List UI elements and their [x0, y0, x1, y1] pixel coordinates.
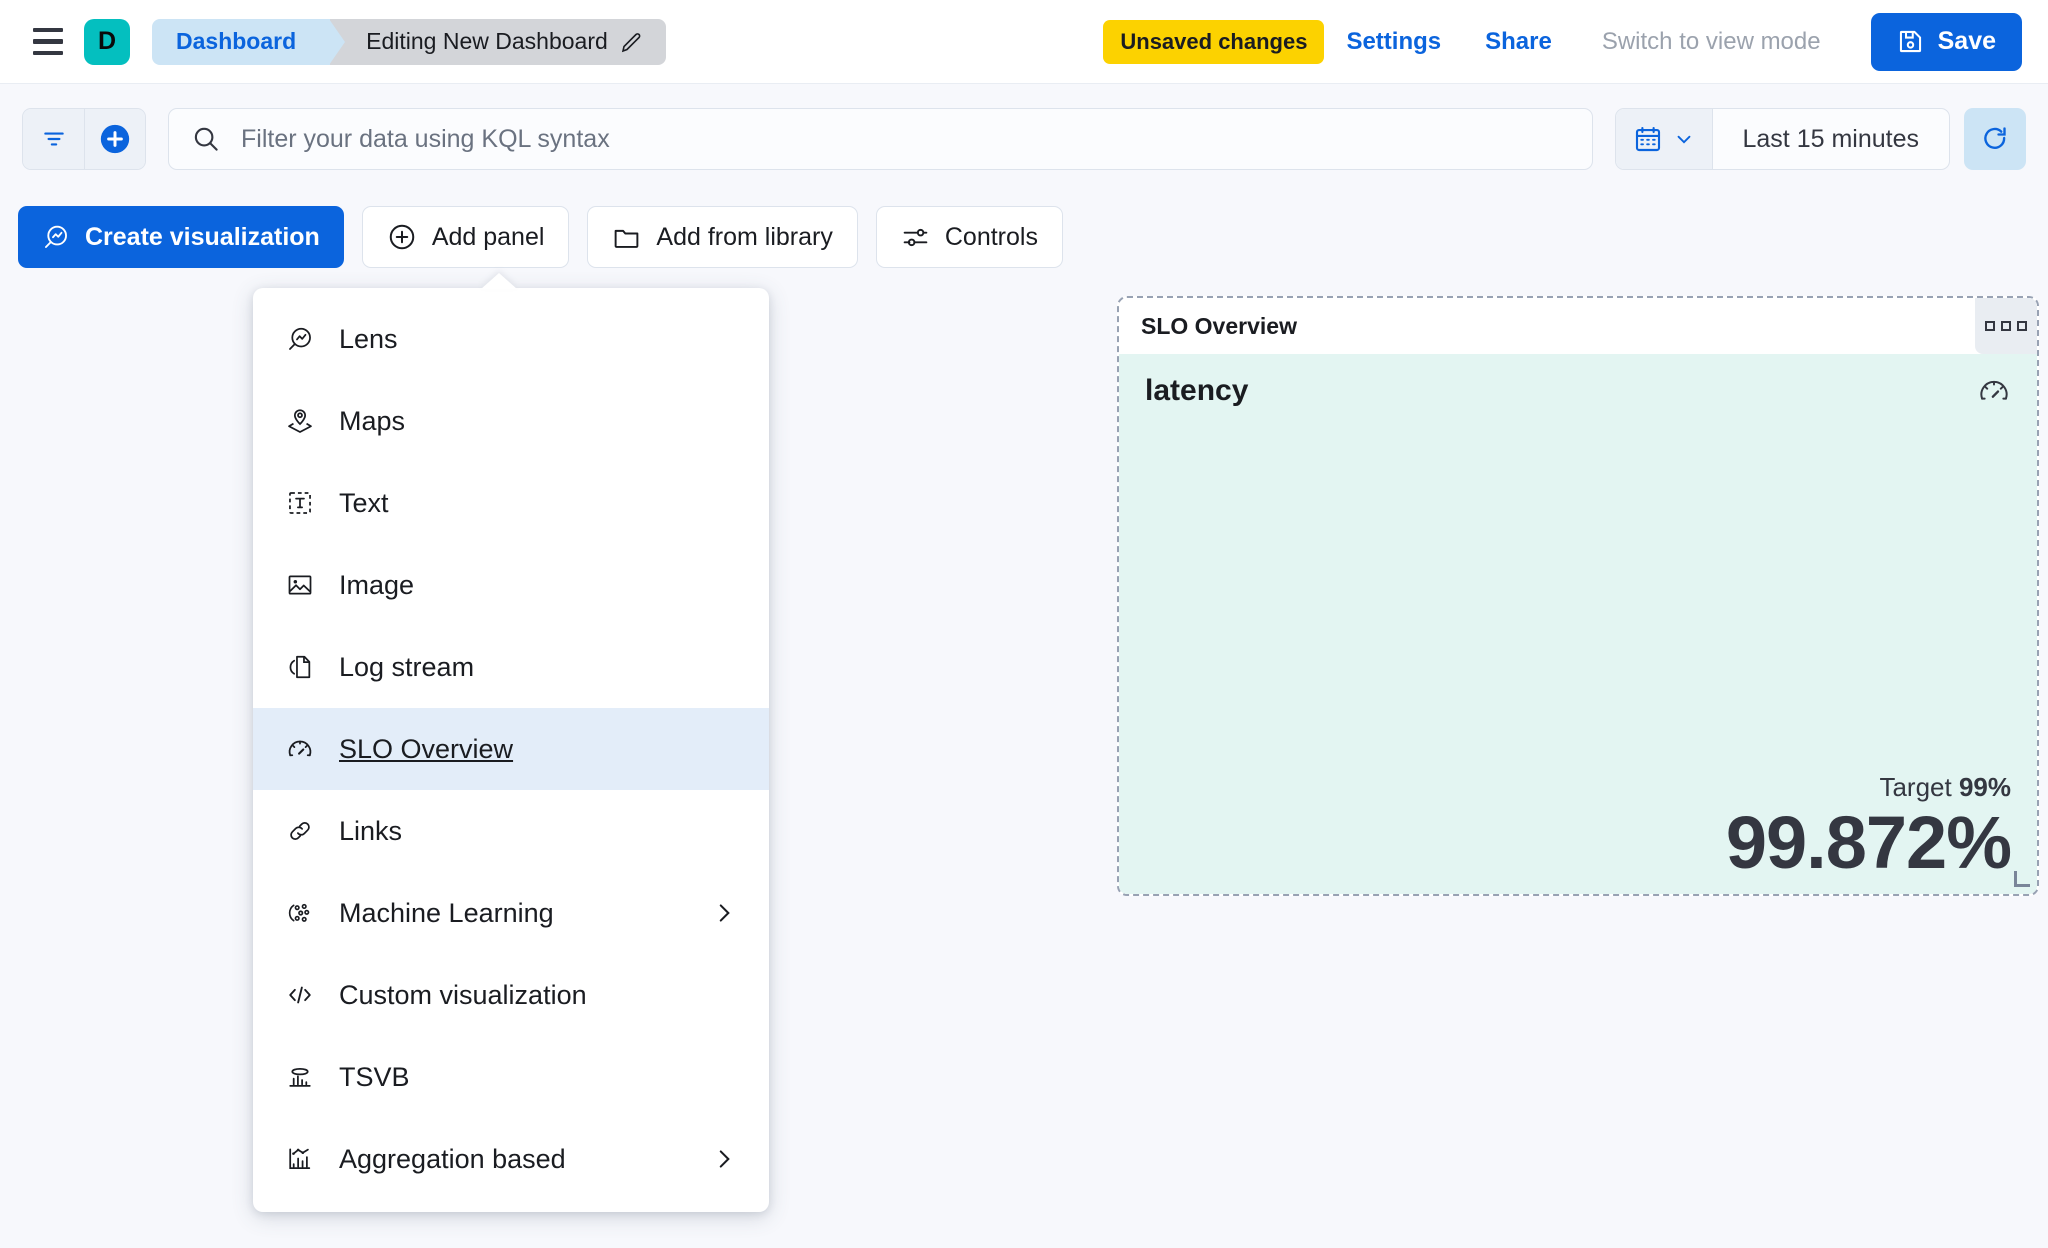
settings-link[interactable]: Settings: [1346, 27, 1442, 55]
share-link[interactable]: Share: [1485, 27, 1552, 55]
image-icon: [285, 570, 315, 600]
plus-circle-icon: [387, 222, 417, 252]
log-stream-icon: [285, 652, 315, 682]
maps-pin-layers-icon: [285, 406, 315, 436]
link-icon: [285, 816, 315, 846]
menu-item-label: Machine Learning: [339, 897, 554, 928]
pencil-icon[interactable]: [620, 30, 644, 54]
menu-item-custom-visualization[interactable]: Custom visualization: [253, 954, 769, 1036]
menu-item-label: Custom visualization: [339, 979, 587, 1010]
menu-item-image[interactable]: Image: [253, 544, 769, 626]
controls-sliders-icon: [901, 223, 930, 252]
slo-target-label: Target: [1879, 771, 1952, 802]
folder-icon: [612, 223, 641, 252]
menu-item-text[interactable]: Text: [253, 462, 769, 544]
menu-item-maps[interactable]: Maps: [253, 380, 769, 462]
slo-name: latency: [1145, 374, 1249, 407]
slo-summary: Target 99% 99.872%: [1725, 772, 2012, 884]
menu-item-label: TSVB: [339, 1061, 410, 1092]
panel-header[interactable]: SLO Overview: [1119, 298, 2037, 354]
aggregation-chart-icon: [285, 1144, 315, 1174]
lens-icon: [42, 223, 70, 251]
menu-item-label: Lens: [339, 323, 398, 354]
menu-item-label: Maps: [339, 405, 406, 436]
hamburger-bar: [33, 27, 63, 33]
panel-context-menu-icon[interactable]: [1975, 298, 2037, 354]
chevron-down-icon: [1673, 128, 1695, 150]
hamburger-menu-icon[interactable]: [26, 20, 70, 64]
menu-item-label: Aggregation based: [339, 1143, 566, 1174]
slo-target: Target 99%: [1726, 772, 2011, 803]
menu-dot: [1985, 321, 1995, 331]
menu-item-log-stream[interactable]: Log stream: [253, 626, 769, 708]
add-panel-label: Add panel: [431, 222, 545, 251]
filter-button-group: [22, 108, 146, 170]
save-button[interactable]: Save: [1870, 12, 2022, 71]
date-range-value[interactable]: Last 15 minutes: [1742, 124, 1920, 153]
lens-icon: [285, 324, 315, 354]
hamburger-bar: [33, 50, 63, 56]
menu-item-label: Links: [339, 815, 403, 846]
menu-item-lens[interactable]: Lens: [253, 298, 769, 380]
breadcrumb-item-dashboard[interactable]: Dashboard: [152, 18, 346, 65]
menu-item-tsvb[interactable]: TSVB: [253, 1036, 769, 1118]
calendar-icon: [1633, 124, 1663, 154]
panel-body: latency Target 99% 99.872%: [1119, 354, 2037, 894]
add-panel-menu: Lens Maps Text Image: [253, 273, 769, 1212]
chevron-right-icon: [711, 1146, 737, 1172]
breadcrumb-label: Dashboard: [176, 28, 297, 54]
menu-item-label: Text: [339, 487, 389, 518]
save-disk-icon: [1897, 28, 1924, 55]
menu-dot: [2017, 321, 2027, 331]
switch-to-view-mode-link[interactable]: Switch to view mode: [1601, 27, 1821, 55]
gauge-icon: [1977, 374, 2011, 413]
refresh-button[interactable]: [1964, 108, 2026, 170]
menu-item-slo-overview[interactable]: SLO Overview: [253, 708, 769, 790]
tsvb-bar-chart-icon: [285, 1062, 315, 1092]
resize-handle-icon[interactable]: [2014, 871, 2030, 887]
menu-item-label: Log stream: [339, 651, 475, 682]
menu-item-links[interactable]: Links: [253, 790, 769, 872]
controls-button[interactable]: Controls: [875, 206, 1063, 268]
breadcrumb-label: Editing New Dashboard: [366, 28, 608, 54]
slo-target-value: 99%: [1958, 771, 2011, 802]
add-filter-button[interactable]: [84, 109, 145, 169]
save-button-label: Save: [1937, 27, 1996, 55]
status-badge-unsaved[interactable]: Unsaved changes: [1103, 19, 1325, 64]
slo-sli-value: 99.872%: [1725, 800, 2012, 884]
add-from-library-label: Add from library: [656, 222, 833, 251]
menu-item-machine-learning[interactable]: Machine Learning: [253, 872, 769, 954]
calendar-quick-select-button[interactable]: [1615, 109, 1713, 169]
chevron-right-icon: [711, 900, 737, 926]
menu-item-label: Image: [339, 569, 415, 600]
gauge-icon: [285, 734, 315, 764]
date-picker: Last 15 minutes: [1614, 108, 1950, 170]
popover-arrow: [481, 273, 517, 289]
menu-item-label: SLO Overview: [339, 733, 514, 764]
add-from-library-button[interactable]: Add from library: [587, 206, 858, 268]
add-panel-button[interactable]: Add panel: [361, 206, 570, 268]
filter-list-icon[interactable]: [23, 109, 84, 169]
create-visualization-button[interactable]: Create visualization: [18, 206, 344, 268]
controls-label: Controls: [944, 222, 1038, 251]
breadcrumb: Dashboard Editing New Dashboard: [152, 18, 666, 65]
panel-title: SLO Overview: [1141, 312, 1297, 339]
hamburger-bar: [33, 39, 63, 44]
menu-dot: [2001, 321, 2011, 331]
header-actions: Unsaved changes Settings Share Switch to…: [1103, 12, 2022, 71]
breadcrumb-item-editing[interactable]: Editing New Dashboard: [330, 18, 666, 65]
app-header: D Dashboard Editing New Dashboard Unsave…: [0, 0, 2048, 84]
query-bar: Filter your data using KQL syntax Last 1…: [0, 84, 2048, 194]
search-icon: [191, 124, 221, 154]
menu-item-aggregation-based[interactable]: Aggregation based: [253, 1118, 769, 1200]
dashboard-edit-toolbar: Create visualization Add panel Add from …: [0, 194, 2048, 280]
search-input-placeholder: Filter your data using KQL syntax: [241, 124, 610, 153]
create-visualization-label: Create visualization: [85, 222, 320, 251]
avatar[interactable]: D: [84, 18, 130, 65]
search-input[interactable]: Filter your data using KQL syntax: [168, 108, 1593, 170]
text-box-icon: [285, 488, 315, 518]
dashboard-panel-slo-overview[interactable]: SLO Overview latency Target 99% 99.872%: [1117, 296, 2039, 896]
code-brackets-icon: [285, 980, 315, 1010]
machine-learning-icon: [285, 898, 315, 928]
